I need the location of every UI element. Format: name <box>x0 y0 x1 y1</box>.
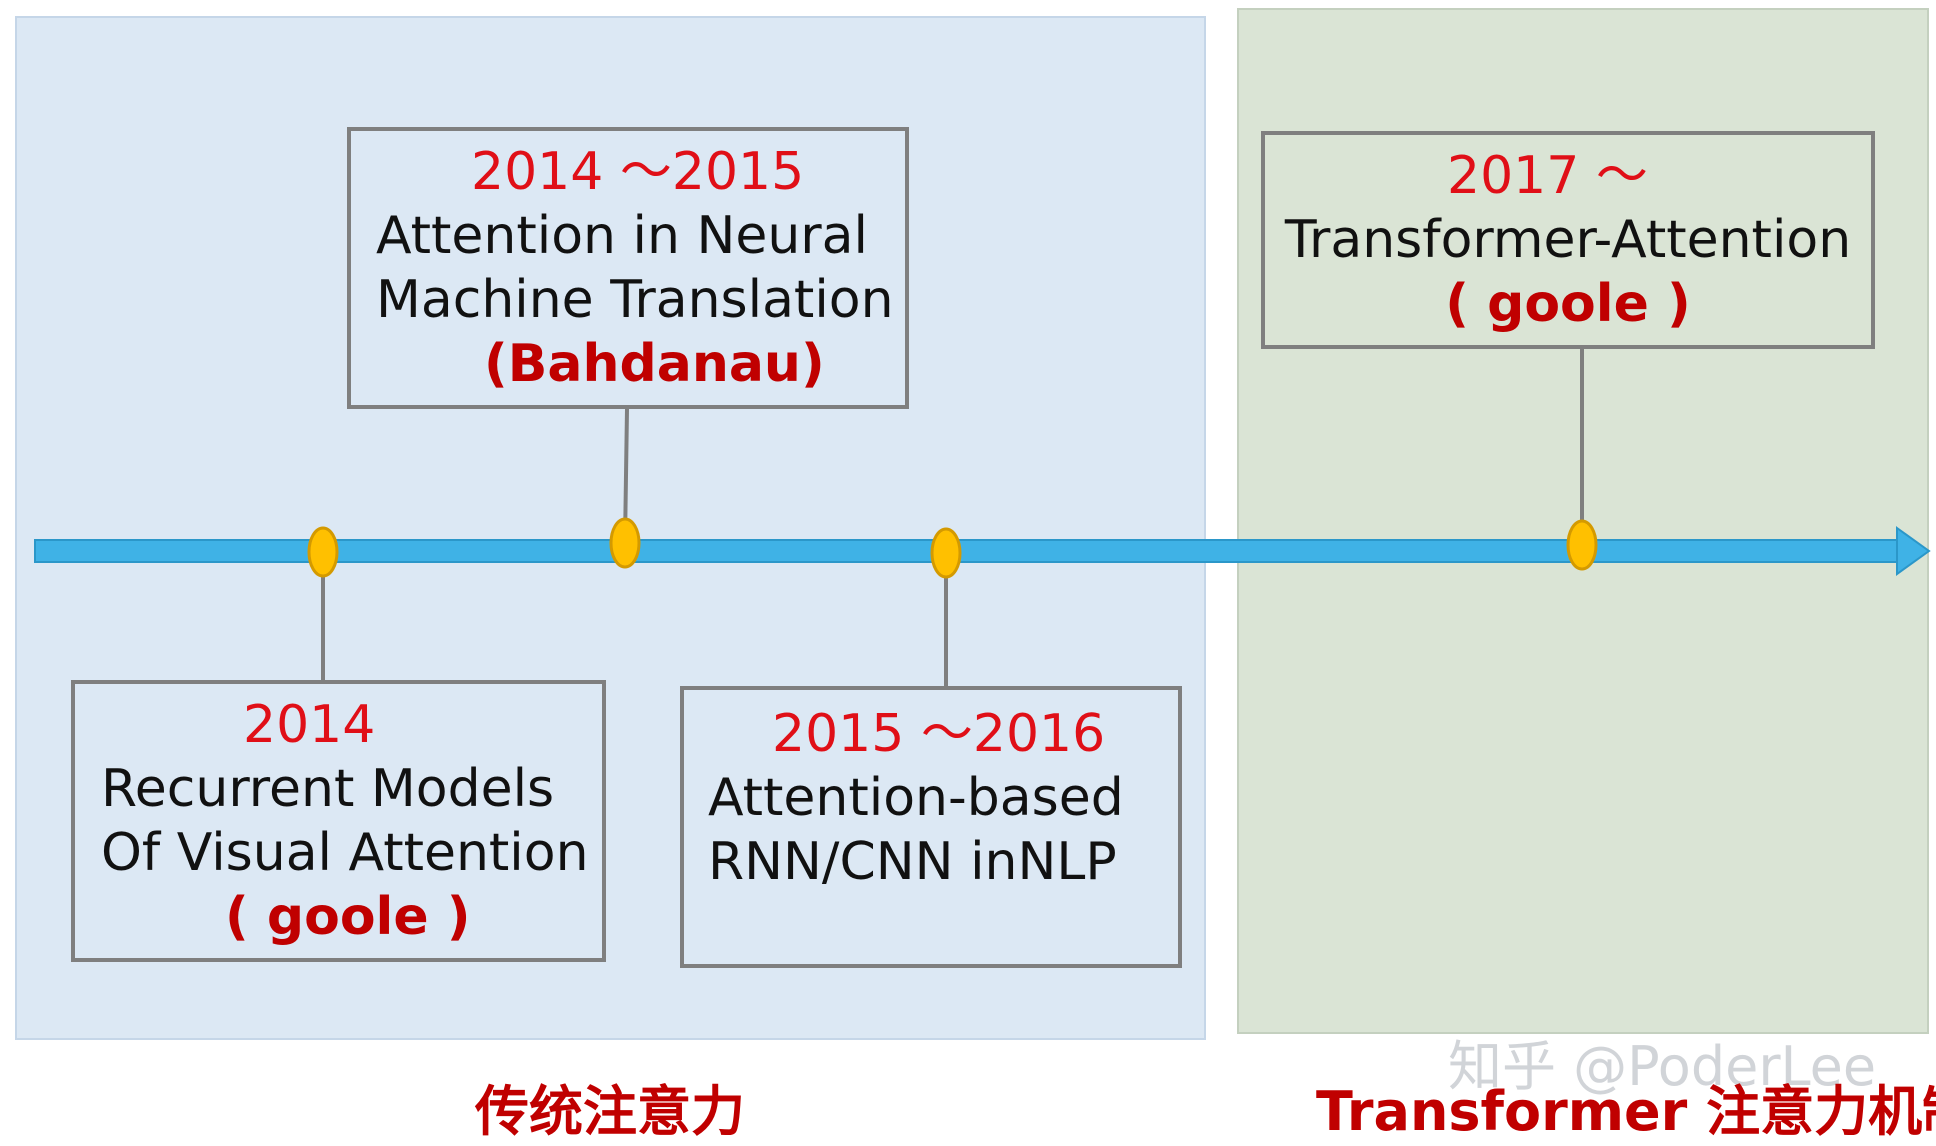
node-year: 2015 ～2016 <box>772 704 1106 764</box>
node-box-2014: 2014 Recurrent Models Of Visual Attentio… <box>71 680 606 962</box>
node-org: (Bahdanau) <box>484 334 825 394</box>
watermark-text: 知乎 @PoderLee <box>1448 1035 1877 1098</box>
milestone-2015-2016 <box>930 527 962 579</box>
milestone-2014-2015 <box>609 517 641 569</box>
milestone-2014 <box>307 526 339 578</box>
node-box-2015-2016: 2015 ～2016 Attention-based RNN/CNN inNLP <box>680 686 1182 968</box>
node-org: ( goole ) <box>1445 274 1691 334</box>
node-year: 2017 ～ <box>1447 146 1648 206</box>
node-year: 2014 <box>243 695 376 755</box>
node-box-2014-2015: 2014 ～2015 Attention in Neural Machine T… <box>347 127 909 409</box>
node-org: ( goole ) <box>225 887 471 947</box>
node-title-line: RNN/CNN inNLP <box>708 832 1117 892</box>
traditional-attention-region <box>15 16 1206 1040</box>
timeline-arrowhead-icon <box>1896 526 1931 576</box>
traditional-attention-label: 传统注意力 <box>475 1080 745 1143</box>
node-year: 2014 ～2015 <box>471 142 805 202</box>
node-title-line: Recurrent Models <box>101 759 555 819</box>
node-title-line: Transformer-Attention <box>1284 210 1852 270</box>
milestone-2017 <box>1566 519 1598 571</box>
node-title-line: Attention in Neural <box>376 206 868 266</box>
node-box-2017: 2017 ～ Transformer-Attention ( goole ) <box>1261 131 1875 349</box>
node-title-line: Attention-based <box>708 768 1124 828</box>
node-title-line: Machine Translation <box>376 270 894 330</box>
transformer-attention-label: Transformer 注意力机制 <box>1316 1080 1936 1143</box>
node-title-line: Of Visual Attention <box>101 823 589 883</box>
